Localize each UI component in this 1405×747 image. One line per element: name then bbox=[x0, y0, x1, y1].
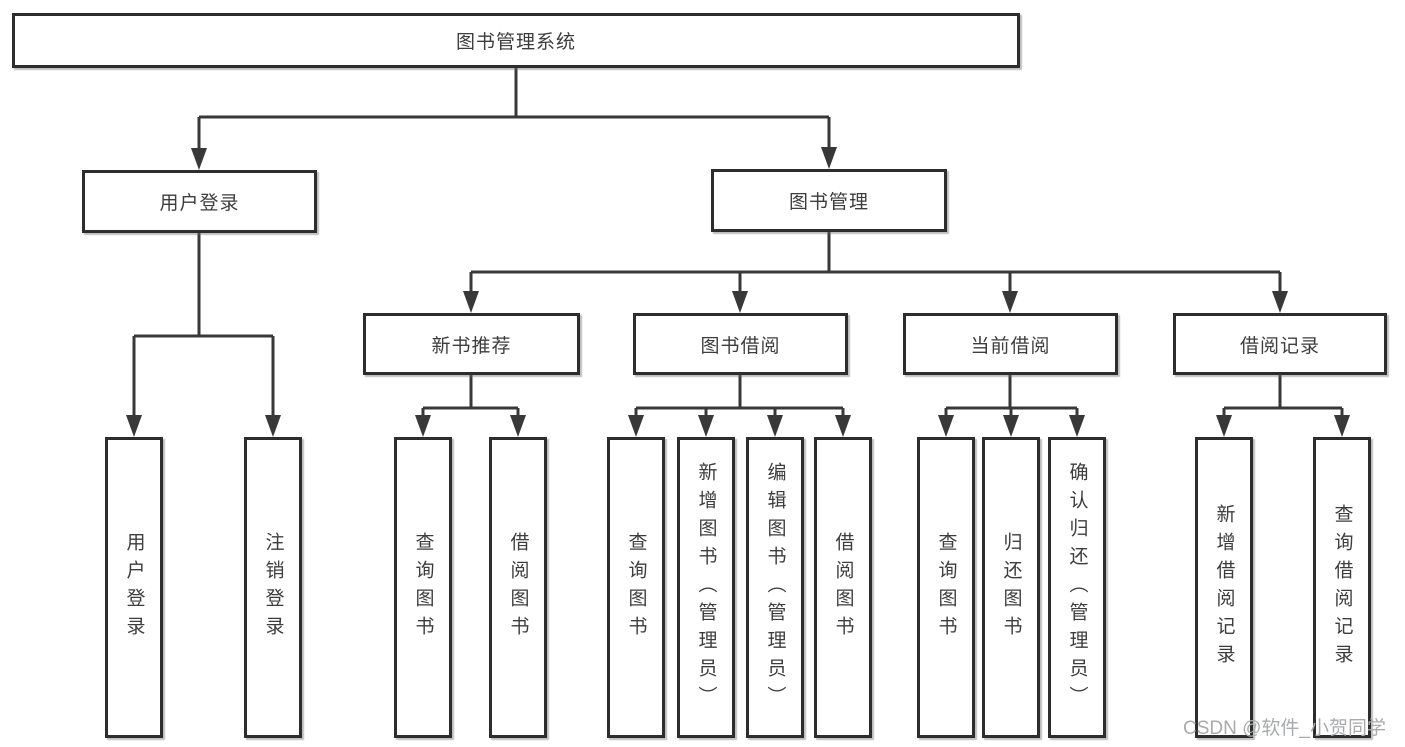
arrowhead-icon bbox=[191, 148, 207, 170]
node-user-login: 用户登录 bbox=[82, 170, 317, 233]
node-root-label: 图书管理系统 bbox=[455, 32, 576, 53]
leaf-borrow-book-label: 借阅图书 bbox=[832, 531, 854, 644]
arrowhead-icon bbox=[1002, 291, 1018, 313]
csdn-watermark: CSDN @软件_小贺同学 bbox=[1183, 718, 1386, 739]
arrowhead-icon bbox=[698, 415, 714, 437]
leaf-current-return: 归还图书 bbox=[982, 437, 1040, 738]
arrowhead-icon bbox=[628, 415, 644, 437]
node-borrow-record-label: 借阅记录 bbox=[1239, 335, 1320, 357]
leaf-current-confirm-label: 确认归还（管理员） bbox=[1066, 461, 1088, 714]
branch-borrow-record bbox=[1222, 375, 1344, 417]
leaf-newbook-query-label: 查询图书 bbox=[412, 531, 434, 644]
leaf-record-query-label: 查询借阅记录 bbox=[1331, 503, 1353, 672]
node-current-borrow-label: 当前借阅 bbox=[970, 335, 1051, 357]
node-user-login-label: 用户登录 bbox=[159, 193, 240, 214]
node-book-mgmt: 图书管理 bbox=[711, 169, 947, 232]
leaf-newbook-borrow: 借阅图书 bbox=[489, 437, 547, 738]
leaf-current-confirm: 确认归还（管理员） bbox=[1048, 437, 1106, 738]
leaf-borrow-book: 借阅图书 bbox=[814, 437, 872, 738]
arrowhead-icon bbox=[1069, 415, 1085, 437]
leaf-borrow-query-label: 查询图书 bbox=[625, 531, 647, 644]
branch-root bbox=[197, 68, 831, 150]
arrowhead-icon bbox=[1272, 291, 1288, 313]
leaf-borrow-add: 新增图书（管理员） bbox=[677, 437, 735, 738]
leaf-record-add: 新增借阅记录 bbox=[1195, 437, 1253, 738]
branch-new-book bbox=[421, 375, 520, 417]
node-book-borrow: 图书借阅 bbox=[633, 313, 848, 375]
leaf-borrow-edit-label: 编辑图书（管理员） bbox=[764, 461, 786, 714]
leaf-borrow-query: 查询图书 bbox=[607, 437, 665, 738]
node-new-book-label: 新书推荐 bbox=[431, 335, 512, 357]
arrowhead-icon bbox=[126, 415, 142, 437]
leaf-borrow-add-label: 新增图书（管理员） bbox=[695, 461, 717, 714]
leaf-current-return-label: 归还图书 bbox=[1000, 531, 1022, 644]
leaf-newbook-borrow-label: 借阅图书 bbox=[507, 531, 529, 644]
leaf-logout: 注销登录 bbox=[244, 437, 302, 738]
arrowhead-icon bbox=[732, 291, 748, 313]
arrowhead-icon bbox=[938, 415, 954, 437]
arrowhead-icon bbox=[415, 415, 431, 437]
arrowhead-icon bbox=[1003, 415, 1019, 437]
branch-current-borrow bbox=[944, 375, 1079, 417]
leaf-logout-label: 注销登录 bbox=[262, 531, 284, 644]
node-new-book: 新书推荐 bbox=[363, 313, 580, 375]
leaf-user-login-label: 用户登录 bbox=[123, 531, 145, 644]
arrowhead-icon bbox=[1334, 415, 1350, 437]
leaf-current-query-label: 查询图书 bbox=[935, 531, 957, 644]
leaf-newbook-query: 查询图书 bbox=[394, 437, 452, 738]
node-book-mgmt-label: 图书管理 bbox=[788, 192, 869, 213]
leaf-record-add-label: 新增借阅记录 bbox=[1213, 503, 1235, 672]
arrowhead-icon bbox=[510, 415, 526, 437]
arrowhead-icon bbox=[835, 415, 851, 437]
arrowhead-icon bbox=[265, 415, 281, 437]
branch-book-borrow bbox=[634, 375, 845, 417]
leaf-borrow-edit: 编辑图书（管理员） bbox=[746, 437, 804, 738]
leaf-user-login: 用户登录 bbox=[105, 437, 163, 738]
arrowhead-icon bbox=[821, 147, 837, 169]
branch-book-mgmt bbox=[469, 232, 1282, 293]
leaf-current-query: 查询图书 bbox=[917, 437, 975, 738]
leaf-record-query: 查询借阅记录 bbox=[1313, 437, 1371, 738]
arrowhead-icon bbox=[767, 415, 783, 437]
node-borrow-record: 借阅记录 bbox=[1173, 313, 1387, 375]
branch-user-login bbox=[132, 233, 275, 417]
node-current-borrow: 当前借阅 bbox=[903, 313, 1118, 375]
arrowhead-icon bbox=[1216, 415, 1232, 437]
node-root: 图书管理系统 bbox=[12, 13, 1020, 68]
node-book-borrow-label: 图书借阅 bbox=[700, 335, 781, 357]
arrowhead-icon bbox=[463, 291, 479, 313]
